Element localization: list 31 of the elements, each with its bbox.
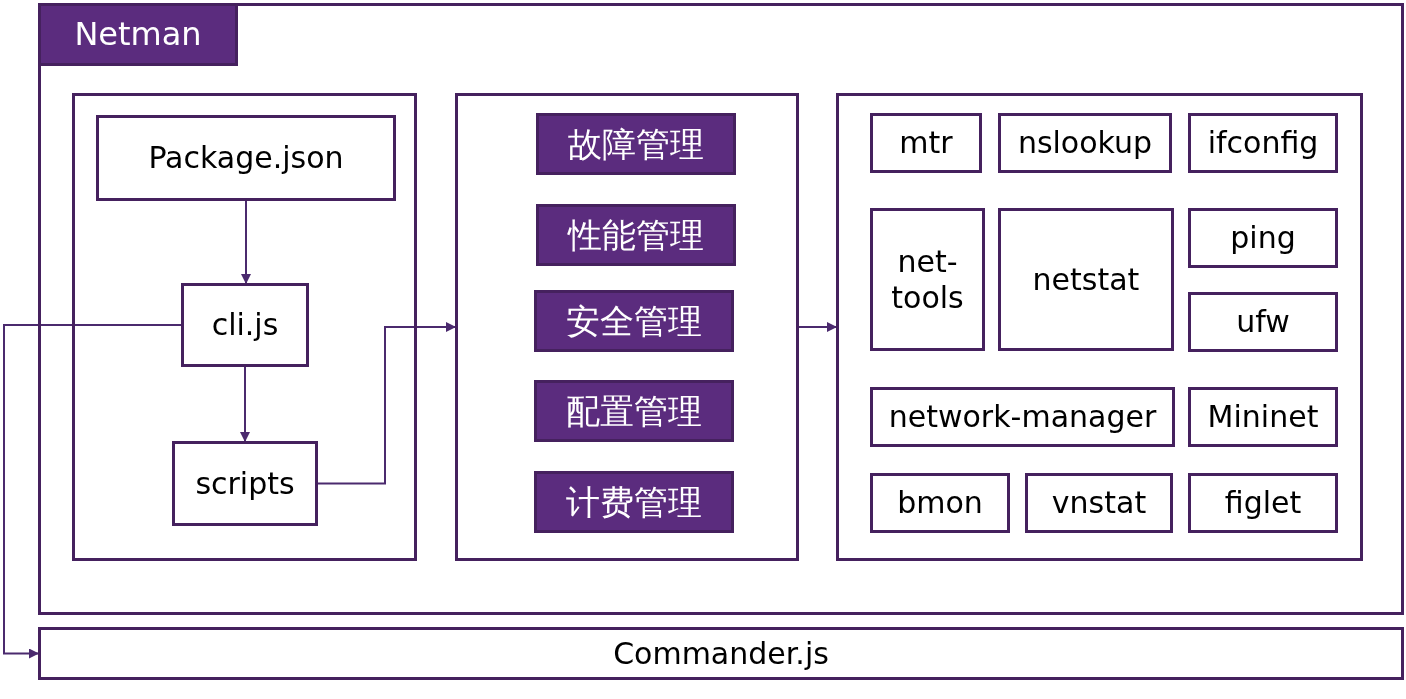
process-box: net-tools — [870, 208, 985, 351]
arrow — [3, 324, 182, 659]
process-box: netstat — [998, 208, 1174, 351]
process-box: network-manager — [870, 387, 1175, 447]
system-frame — [38, 3, 1404, 615]
process-box: Mininet — [1188, 387, 1338, 447]
process-box: ping — [1188, 208, 1338, 268]
process-box: Commander.js — [38, 627, 1404, 680]
panel — [72, 93, 417, 561]
process-box: nslookup — [998, 113, 1172, 173]
process-box: cli.js — [181, 283, 309, 367]
process-box: bmon — [870, 473, 1010, 533]
process-box: mtr — [870, 113, 982, 173]
arrow — [798, 322, 837, 332]
function-box: 计费管理 — [534, 471, 734, 533]
process-box: scripts — [172, 441, 318, 526]
function-box: 安全管理 — [534, 290, 734, 352]
function-box: 配置管理 — [534, 380, 734, 442]
panel — [836, 93, 1363, 561]
process-box: Package.json — [96, 115, 396, 201]
process-box: ifconfig — [1188, 113, 1338, 173]
title-tab: Netman — [38, 3, 238, 66]
function-box: 性能管理 — [536, 204, 736, 266]
process-box: vnstat — [1025, 473, 1173, 533]
function-box: 故障管理 — [536, 113, 736, 175]
arrow — [317, 322, 456, 485]
process-box: figlet — [1188, 473, 1338, 533]
process-box: ufw — [1188, 292, 1338, 352]
arrow — [241, 200, 251, 284]
panel — [455, 93, 799, 561]
arrow — [240, 366, 250, 442]
